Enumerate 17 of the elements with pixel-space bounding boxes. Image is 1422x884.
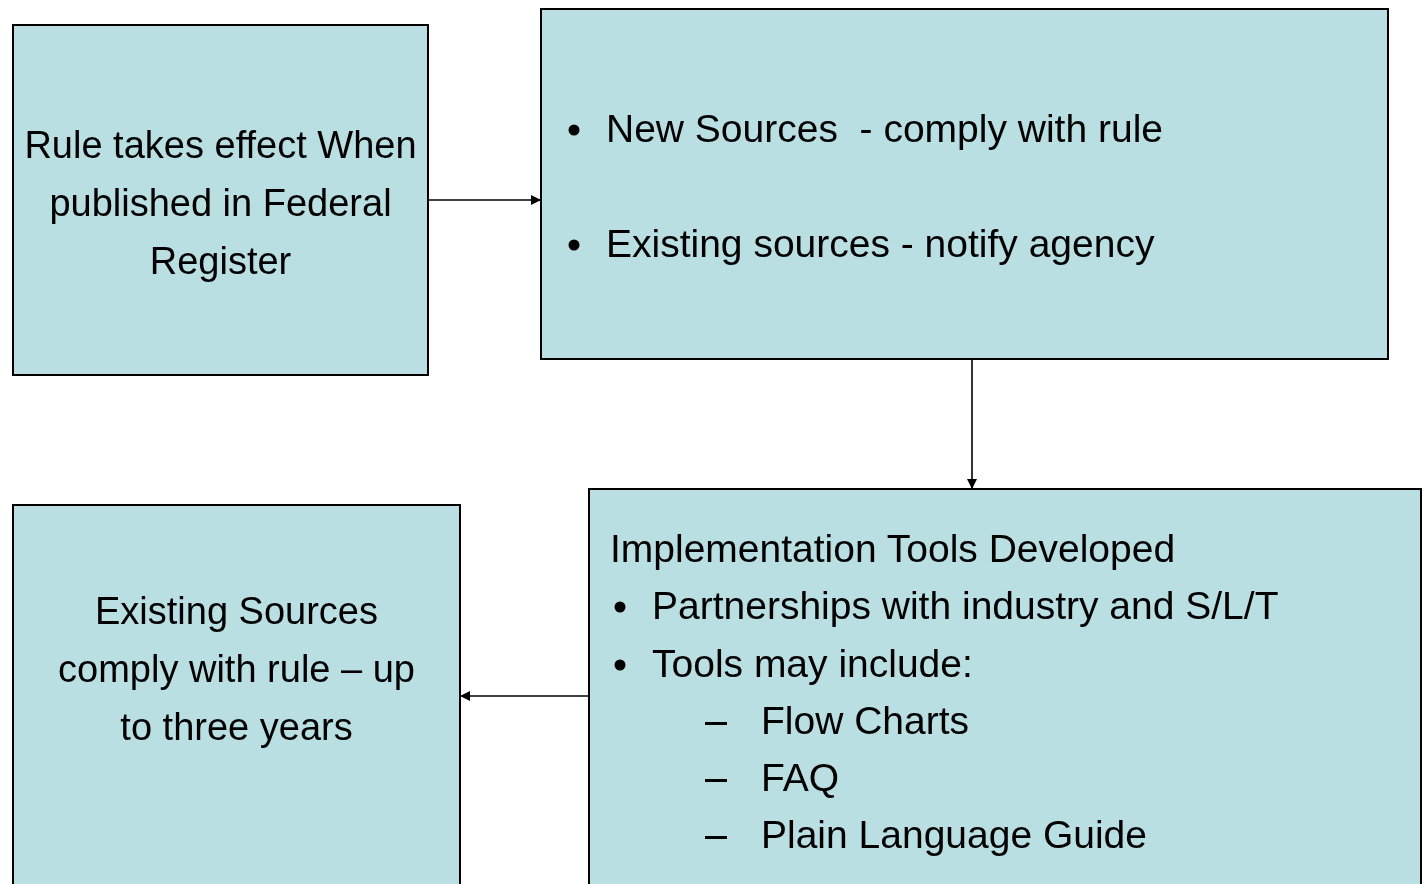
- box-text: Rule takes effect When published in Federal Register: [23, 123, 418, 284]
- process-box: [12, 504, 461, 884]
- arrow: [967, 359, 977, 489]
- heading-text: Implementation Tools Developed: [610, 526, 1176, 572]
- arrow: [428, 195, 541, 205]
- list-text: Flow Charts: [761, 699, 970, 742]
- list-text: Plain Language Guide: [761, 813, 1147, 856]
- list-text: FAQ: [761, 756, 840, 799]
- process-box: [540, 8, 1389, 360]
- list-text: New Sources - comply with rule: [606, 107, 1163, 150]
- box-text: Existing Sources comply with rule – up to three years: [57, 589, 416, 750]
- list-text: Partnerships with industry and S/L/T: [652, 584, 1279, 627]
- process-box: [588, 488, 1422, 884]
- list-text: Tools may include:: [652, 642, 973, 685]
- arrow: [460, 691, 589, 701]
- list-text: Existing sources - notify agency: [606, 222, 1155, 265]
- process-box: [12, 24, 429, 376]
